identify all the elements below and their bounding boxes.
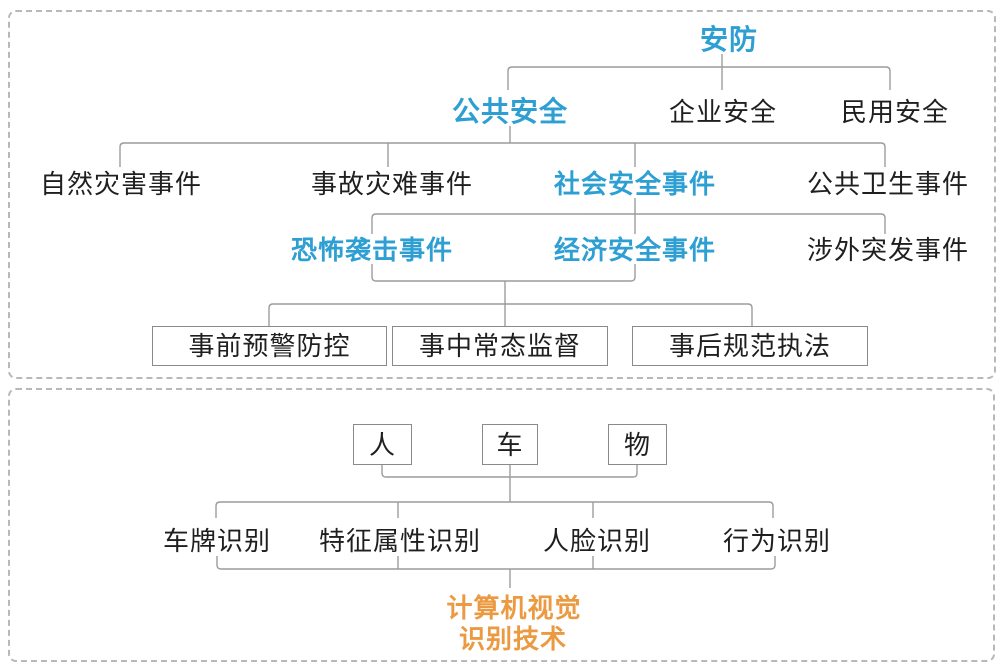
node-public-security: 公共安全 <box>451 96 569 127</box>
label-cv-tech-line1: 计算机视觉 <box>446 593 582 623</box>
label-cv-tech-line2: 识别技术 <box>458 624 568 654</box>
node-economic-security-event: 经济安全事件 <box>553 235 717 265</box>
node-public-health-event: 公共卫生事件 <box>806 169 970 199</box>
node-terror-attack-event: 恐怖袭击事件 <box>290 235 454 265</box>
box-object: 物 <box>608 424 667 465</box>
box-person: 人 <box>353 424 412 465</box>
panel-cv-recognition <box>8 388 995 662</box>
node-civil-security: 民用安全 <box>840 97 950 127</box>
node-social-security-event: 社会安全事件 <box>553 169 717 199</box>
box-post-event-enforcement: 事后规范执法 <box>632 326 868 366</box>
node-accident-disaster-event: 事故灾难事件 <box>310 169 474 199</box>
node-enterprise-security: 企业安全 <box>668 97 778 127</box>
box-mid-event-supervision: 事中常态监督 <box>392 326 608 366</box>
node-attribute-recognition: 特征属性识别 <box>318 526 482 556</box>
node-natural-disaster-event: 自然灾害事件 <box>39 169 203 199</box>
node-foreign-emergency-event: 涉外突发事件 <box>806 235 970 265</box>
node-plate-recognition: 车牌识别 <box>162 526 272 556</box>
node-face-recognition: 人脸识别 <box>542 526 652 556</box>
box-vehicle: 车 <box>482 424 538 465</box>
panel-security-taxonomy <box>8 10 996 379</box>
node-security-root: 安防 <box>699 24 759 55</box>
node-behavior-recognition: 行为识别 <box>722 526 832 556</box>
box-pre-event-warning: 事前预警防控 <box>152 326 387 366</box>
